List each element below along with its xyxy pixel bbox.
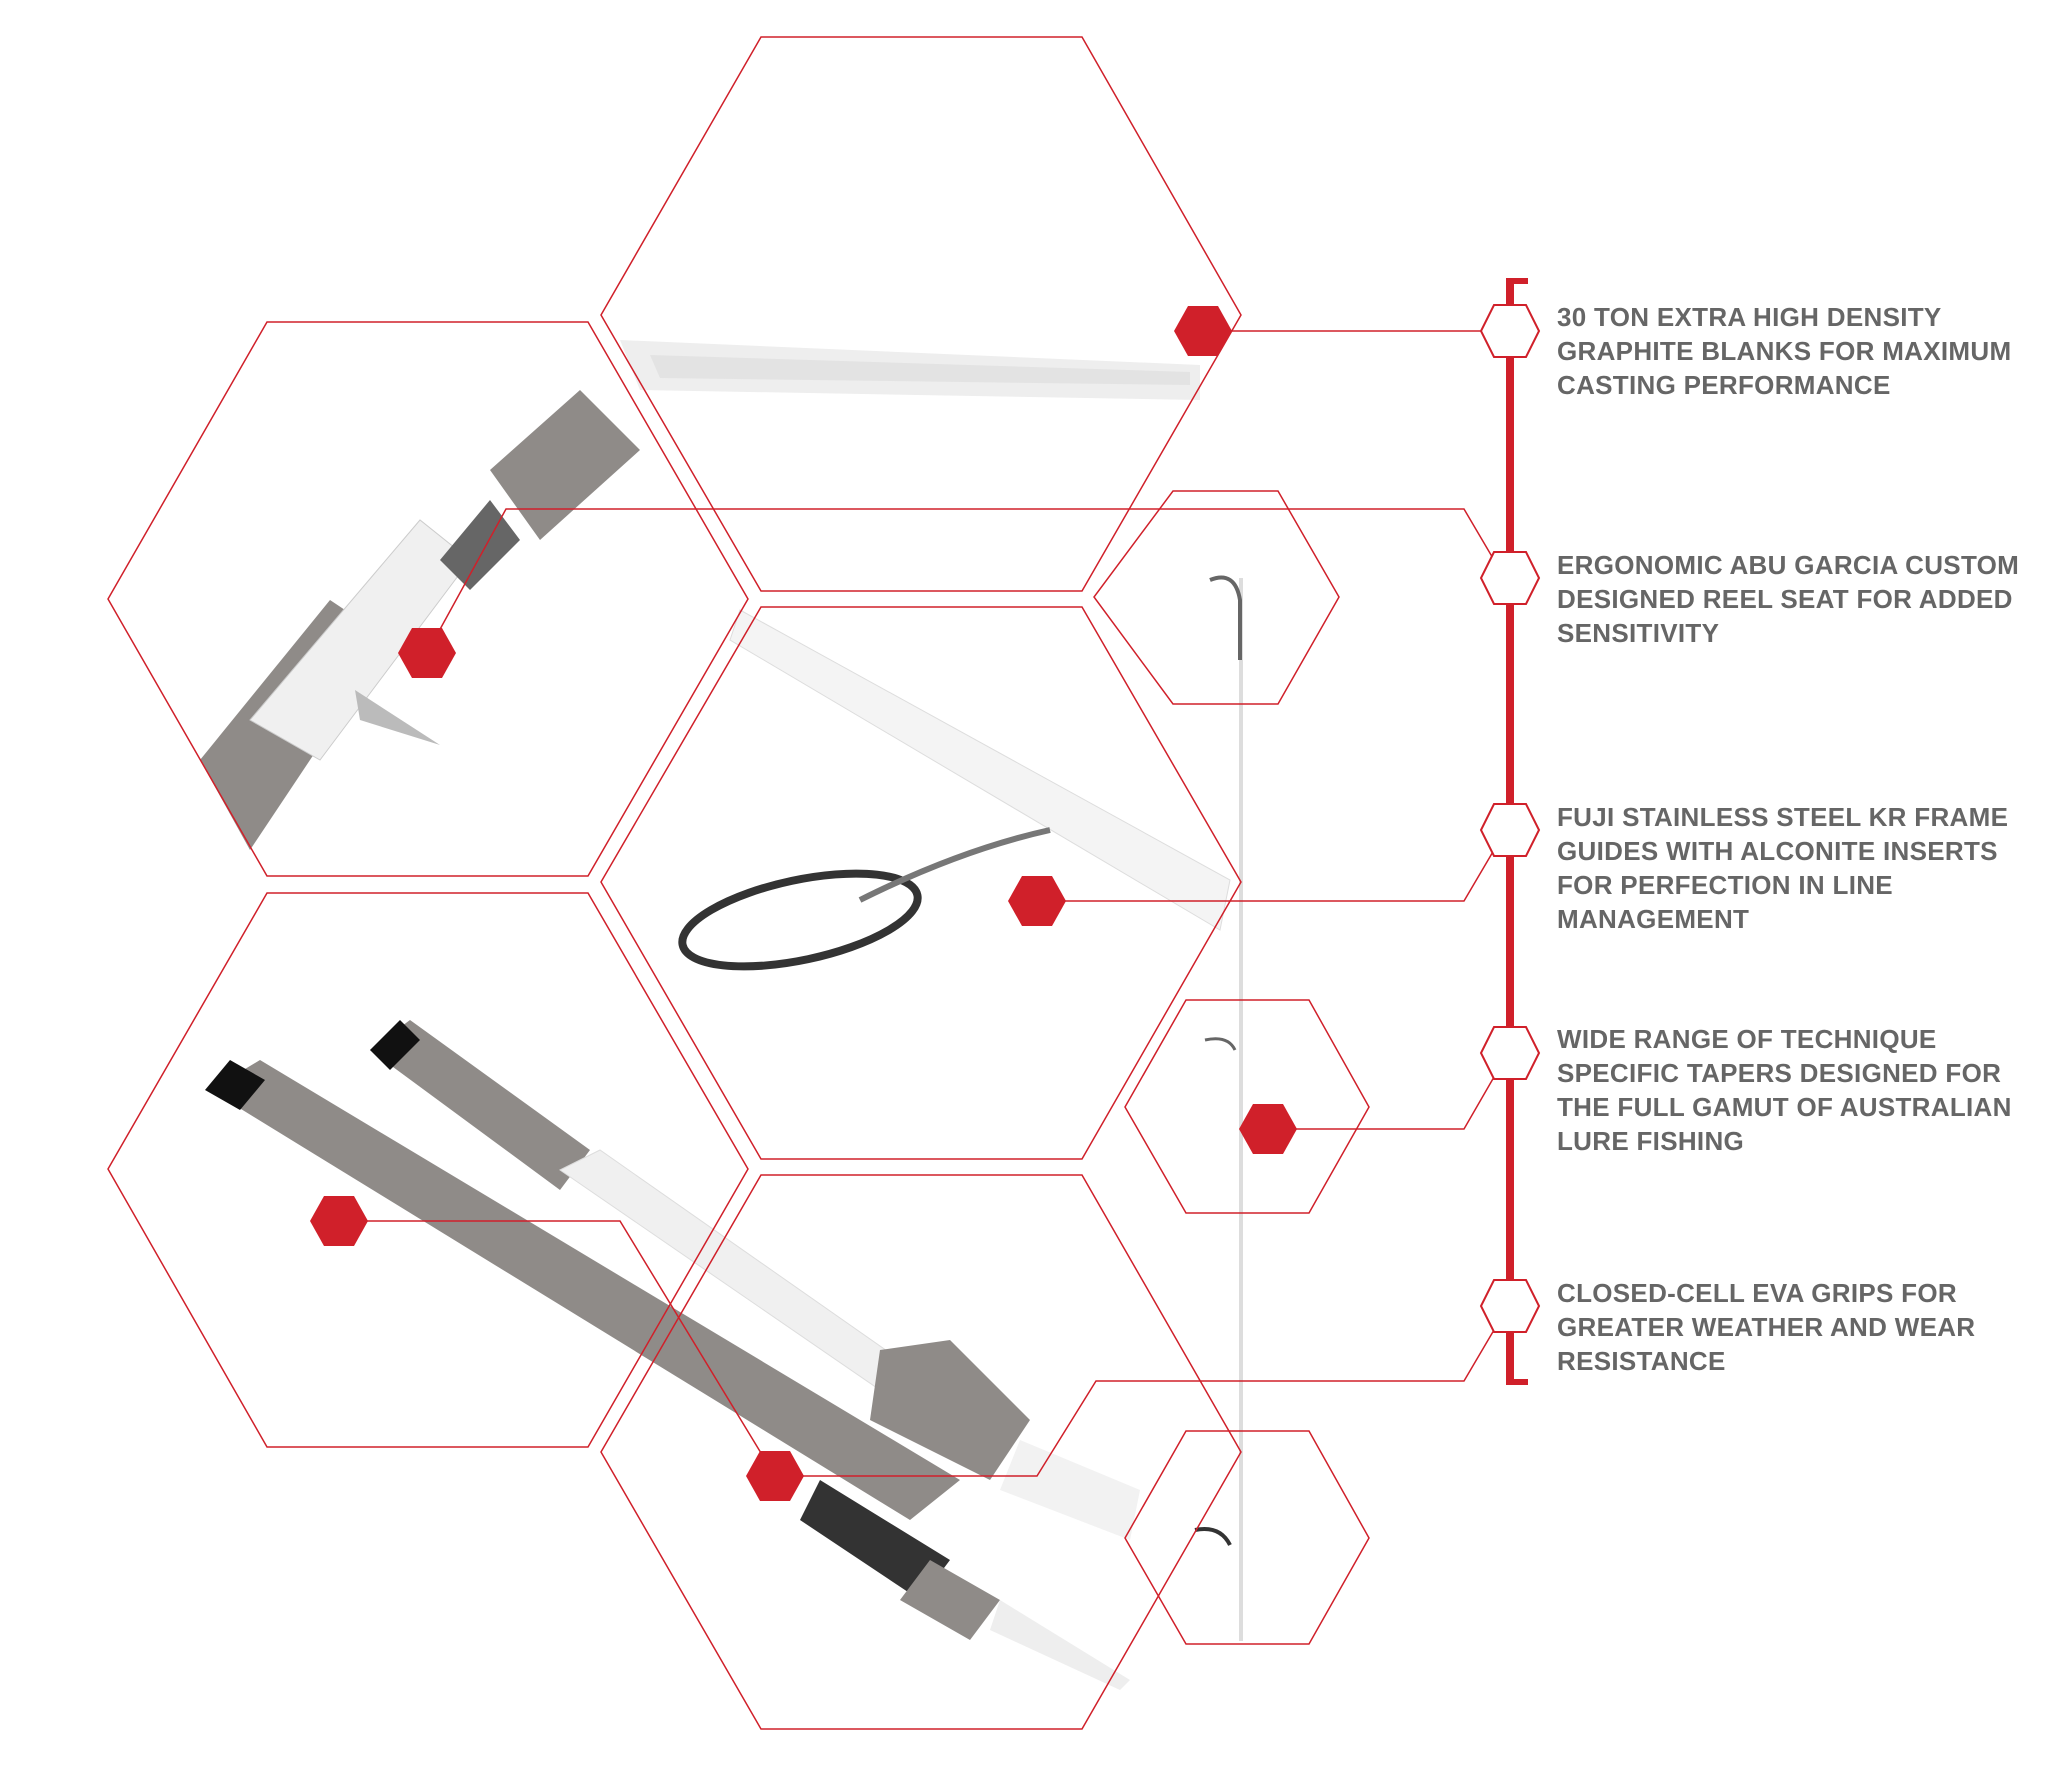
feature-line: RESISTANCE <box>1557 1346 1726 1376</box>
hexagon-frames <box>107 36 1370 1730</box>
guide-photo <box>678 609 1231 971</box>
marker-taper <box>1239 1104 1297 1154</box>
feature-line: 30 TON EXTRA HIGH DENSITY <box>1557 302 1942 332</box>
marker-grip-1 <box>310 1196 368 1246</box>
feature-line: SPECIFIC TAPERS DESIGNED FOR <box>1557 1058 2002 1088</box>
hex-frame-guide <box>600 606 1242 1160</box>
marker-guide <box>1008 876 1066 926</box>
feature-line: GRAPHITE BLANKS FOR MAXIMUM <box>1557 336 2012 366</box>
hex-frame-grips-2 <box>600 1174 1242 1730</box>
feature-line: SENSITIVITY <box>1557 618 1720 648</box>
feature-eva-grips: CLOSED-CELL EVA GRIPS FOR GREATER WEATHE… <box>1557 1276 2037 1378</box>
feature-timeline <box>1479 278 1541 1385</box>
leader-lines <box>339 330 1495 1477</box>
reel-seat-photo <box>200 390 640 850</box>
hex-frame-tip-3 <box>1124 1430 1370 1645</box>
feature-line: LURE FISHING <box>1557 1126 1745 1156</box>
hex-frame-tip-2 <box>1124 999 1370 1214</box>
feature-line: CLOSED-CELL EVA GRIPS FOR <box>1557 1278 1957 1308</box>
feature-line: THE FULL GAMUT OF AUSTRALIAN <box>1557 1092 2012 1122</box>
feature-tapers: WIDE RANGE OF TECHNIQUE SPECIFIC TAPERS … <box>1557 1022 2037 1158</box>
feature-line: GUIDES WITH ALCONITE INSERTS <box>1557 836 1998 866</box>
marker-grip-2 <box>746 1451 804 1501</box>
feature-reel-seat: ERGONOMIC ABU GARCIA CUSTOM DESIGNED REE… <box>1557 548 2037 650</box>
feature-line: CASTING PERFORMANCE <box>1557 370 1891 400</box>
feature-line: FOR PERFECTION IN LINE <box>1557 870 1893 900</box>
grips-photo <box>205 1020 1140 1690</box>
hex-frame-grips <box>107 892 749 1448</box>
marker-blank <box>1174 306 1232 356</box>
marker-hexes <box>310 306 1297 1501</box>
blank-photo <box>620 340 1200 400</box>
hex-frame-blank <box>600 36 1242 592</box>
feature-graphite-blanks: 30 TON EXTRA HIGH DENSITY GRAPHITE BLANK… <box>1557 300 2037 402</box>
hex-frame-tip-1 <box>1093 490 1340 705</box>
feature-line: MANAGEMENT <box>1557 904 1750 934</box>
feature-line: GREATER WEATHER AND WEAR <box>1557 1312 1976 1342</box>
hex-frame-reel-seat <box>107 321 749 877</box>
feature-line: WIDE RANGE OF TECHNIQUE <box>1557 1024 1937 1054</box>
marker-reel-seat <box>398 628 456 678</box>
feature-line: FUJI STAINLESS STEEL KR FRAME <box>1557 802 2009 832</box>
feature-fuji-guides: FUJI STAINLESS STEEL KR FRAME GUIDES WIT… <box>1557 800 2037 936</box>
rod-tip-photo <box>1194 575 1243 1641</box>
feature-line: ERGONOMIC ABU GARCIA CUSTOM <box>1557 550 2020 580</box>
feature-line: DESIGNED REEL SEAT FOR ADDED <box>1557 584 2013 614</box>
